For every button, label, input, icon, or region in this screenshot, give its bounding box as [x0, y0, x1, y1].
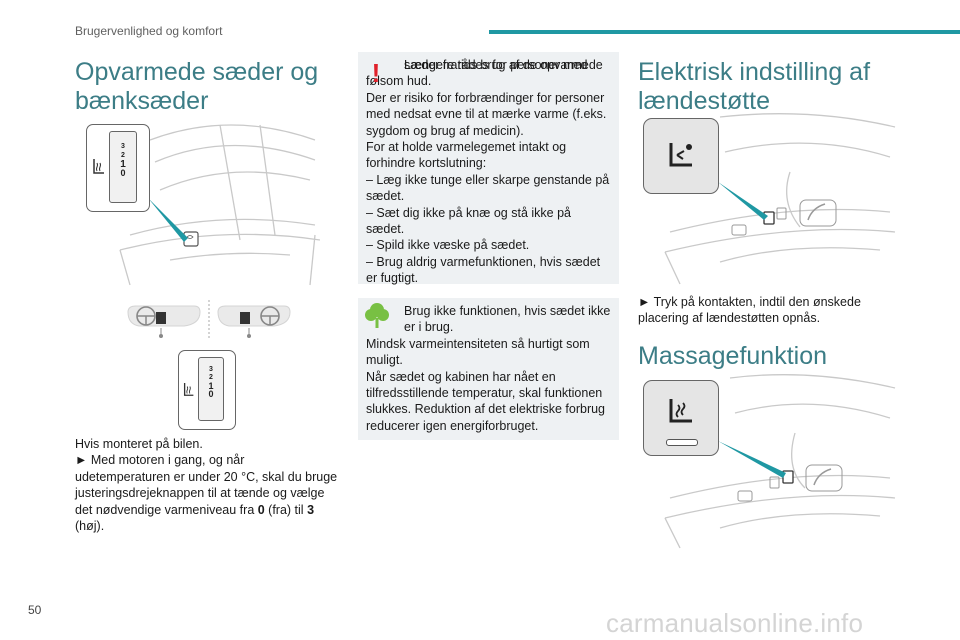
dial-mark-2: 2 [121, 152, 125, 159]
dial-mark-2-bottom: 2 [209, 374, 213, 381]
massage-switch-illustration [664, 374, 896, 549]
warning-bullet-1: – Læg ikke tunge eller skarpe genstande … [366, 172, 610, 204]
eco-line-1: Brug ikke funktionen, hvis sædet ikke [404, 304, 611, 318]
heated-seats-para-1: Hvis monteret på bilen. [75, 437, 203, 451]
section-header: Brugervenlighed og komfort [75, 24, 223, 38]
warning-line-2: sæder frarådes for personer med følsom h… [366, 58, 588, 89]
lumbar-description: ► Tryk på kontakten, indtil den ønskede … [638, 294, 908, 327]
lumbar-title-line2: lændestøtte [638, 87, 771, 115]
watermark: carmanualsonline.info [606, 608, 864, 638]
dial-mark-3-bottom: 3 [209, 366, 213, 373]
heated-seats-description: Hvis monteret på bilen. ► Med motoren i … [75, 436, 340, 534]
massage-title: Massagefunktion [638, 342, 828, 370]
warning-bullet-3: – Spild ikke væske på sædet. [366, 238, 530, 253]
lumbar-title-line1: Elektrisk indstilling af [638, 58, 871, 86]
heated-seats-title-line1: Opvarmede sæder og [75, 58, 319, 86]
warning-bullet-4: – Brug aldrig varmefunktionen, hvis sæde… [366, 254, 601, 286]
heated-seats-title-line2: bænksæder [75, 87, 209, 115]
dial-mark-1: 1 [120, 159, 126, 170]
warning-bullet-2: – Sæt dig ikke på knæ og stå ikke på sæd… [366, 205, 571, 237]
heated-seat-illustration [119, 124, 320, 286]
dial-mark-0-bottom: 0 [208, 389, 214, 399]
heated-seats-title: Opvarmede sæder og bænksæder [75, 58, 318, 116]
warning-exclamation-icon: ! [371, 58, 381, 88]
warning-line-1: Længere tids brug af de opvarmede [404, 58, 603, 72]
seat-heat-icon-bottom [183, 383, 194, 396]
seat-heat-icon [93, 159, 104, 174]
dial-mark-3: 3 [121, 143, 125, 150]
eco-line-4: Når sædet og kabinen har nået en tilfred… [366, 369, 606, 433]
lumbar-switch-illustration [664, 113, 896, 285]
eco-line-2: er i brug. [404, 320, 454, 335]
page-number: 50 [28, 603, 42, 617]
seat-heat-dial-top[interactable]: 3 2 1 0 [109, 131, 137, 203]
warning-line-3: Der er risiko for forbrændinger for pers… [366, 90, 607, 138]
warning-line-4: For at holde varmelegemet intakt og forh… [366, 140, 567, 171]
seat-heat-dial-bottom[interactable]: 3 2 1 0 [198, 357, 224, 421]
massage-seat-icon [669, 399, 692, 423]
lumbar-text: ► Tryk på kontakten, indtil den ønskede … [638, 295, 861, 326]
heated-seats-para-2: ► Med motoren i gang, og når udetemperat… [75, 453, 338, 534]
warning-note: ! Længere tids brug af de opvarmede sæde… [358, 52, 619, 286]
eco-tree-icon [365, 303, 389, 328]
massage-indicator-bar [666, 439, 698, 446]
dial-mark-0: 0 [120, 168, 126, 178]
seat-heat-dial-panel-bottom: 3 2 1 0 [178, 350, 236, 430]
eco-line-3: Mindsk varmeintensiteten så hurtigt som … [366, 336, 590, 368]
dial-mark-1-bottom: 1 [208, 381, 214, 391]
lumbar-switch-panel[interactable] [643, 118, 719, 194]
steering-position-illustration [127, 300, 291, 338]
eco-note: Brug ikke funktionen, hvis sædet ikke er… [358, 298, 619, 440]
header-accent-bar [489, 30, 960, 34]
lumbar-support-icon [669, 143, 692, 167]
massage-switch-panel[interactable] [643, 380, 719, 456]
seat-heat-dial-panel-top: 3 2 1 0 [86, 124, 150, 212]
lumbar-title: Elektrisk indstilling af lændestøtte [638, 58, 870, 116]
